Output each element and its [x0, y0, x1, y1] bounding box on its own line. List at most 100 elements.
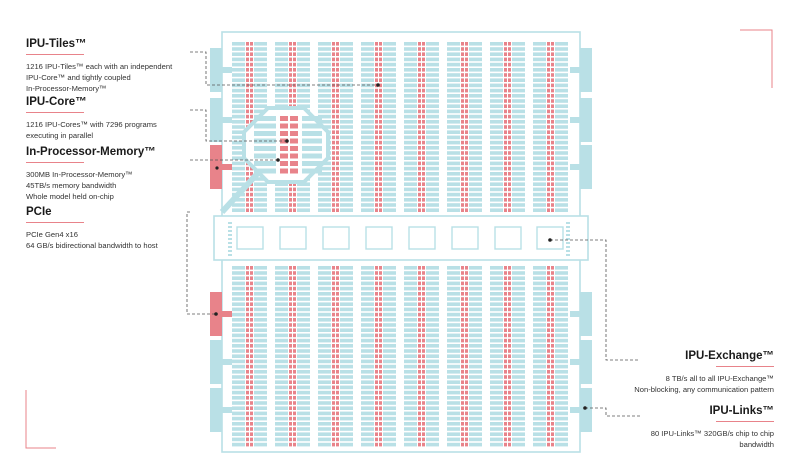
- leader-dot: [215, 166, 219, 170]
- memory-cell: [465, 73, 468, 77]
- memory-cell: [461, 146, 464, 150]
- label-line: PCIe Gen4 x16: [26, 230, 78, 239]
- exchange-switch: [236, 226, 264, 250]
- memory-cell: [551, 328, 554, 332]
- memory-cell: [551, 99, 554, 103]
- ipu-tile: [490, 442, 503, 447]
- magnified-memory: [280, 123, 288, 129]
- memory-cell: [551, 192, 554, 197]
- memory-cell: [246, 114, 249, 119]
- memory-cell: [461, 312, 464, 317]
- memory-cell: [379, 62, 382, 67]
- memory-cell: [246, 312, 249, 317]
- ipu-tile: [232, 396, 245, 400]
- memory-cell: [418, 328, 421, 332]
- ipu-tile: [318, 192, 331, 197]
- memory-cell: [289, 406, 292, 410]
- ipu-tile: [512, 396, 525, 400]
- label-ipu-links: IPU-Links™ 80 IPU-Links™ 320GB/s chip to…: [574, 405, 774, 450]
- ipu-tile: [555, 88, 568, 93]
- memory-cell: [332, 411, 335, 416]
- ipu-tile: [447, 276, 460, 280]
- memory-cell: [422, 99, 425, 103]
- ipu-tile: [447, 120, 460, 124]
- memory-cell: [508, 203, 511, 207]
- memory-cell: [332, 297, 335, 301]
- ipu-tile: [254, 390, 267, 395]
- memory-cell: [418, 323, 421, 327]
- memory-cell: [551, 266, 554, 270]
- memory-cell: [508, 364, 511, 369]
- memory-cell: [336, 203, 339, 207]
- memory-cell: [422, 396, 425, 400]
- ipu-tile: [404, 99, 417, 103]
- ipu-tile: [318, 182, 331, 186]
- memory-cell: [336, 416, 339, 421]
- memory-cell: [293, 390, 296, 395]
- memory-cell: [504, 62, 507, 67]
- memory-cell: [250, 442, 253, 447]
- ipu-tile: [512, 140, 525, 145]
- memory-cell: [547, 146, 550, 150]
- ipu-tile: [555, 286, 568, 291]
- ipu-tile: [469, 99, 482, 103]
- memory-cell: [289, 411, 292, 416]
- ipu-tile: [361, 297, 374, 301]
- ipu-tile: [469, 120, 482, 124]
- memory-cell: [465, 99, 468, 103]
- ipu-tile: [512, 177, 525, 181]
- ipu-tile: [383, 57, 396, 62]
- ipu-tile: [361, 281, 374, 286]
- memory-cell: [250, 416, 253, 421]
- ipu-tile: [426, 292, 439, 296]
- memory-cell: [336, 354, 339, 358]
- ipu-tile: [383, 401, 396, 405]
- memory-cell: [293, 375, 296, 379]
- ipu-tile: [555, 42, 568, 46]
- memory-cell: [461, 344, 464, 348]
- memory-cell: [508, 120, 511, 124]
- ipu-tile: [383, 396, 396, 400]
- memory-cell: [461, 114, 464, 119]
- ipu-tile: [555, 198, 568, 202]
- memory-cell: [547, 323, 550, 327]
- ipu-tile: [297, 68, 310, 72]
- memory-cell: [551, 151, 554, 155]
- memory-cell: [418, 266, 421, 270]
- memory-cell: [551, 114, 554, 119]
- ipu-tile: [555, 297, 568, 301]
- memory-cell: [465, 297, 468, 301]
- memory-cell: [422, 62, 425, 67]
- ipu-tile: [469, 42, 482, 46]
- memory-cell: [508, 88, 511, 93]
- memory-cell: [504, 198, 507, 202]
- ipu-tile: [555, 307, 568, 312]
- ipu-tile: [232, 114, 245, 119]
- memory-cell: [551, 411, 554, 416]
- ipu-tile: [232, 307, 245, 312]
- ipu-tile: [340, 307, 353, 312]
- ipu-tile: [555, 73, 568, 77]
- memory-cell: [246, 364, 249, 369]
- memory-cell: [461, 83, 464, 88]
- ipu-tile: [232, 276, 245, 280]
- ipu-link-stub-left: [222, 359, 232, 365]
- memory-cell: [375, 187, 378, 192]
- memory-cell: [508, 208, 511, 212]
- memory-cell: [461, 427, 464, 431]
- ipu-tile: [404, 120, 417, 124]
- ipu-tile: [275, 401, 288, 405]
- memory-cell: [461, 166, 464, 171]
- memory-cell: [461, 354, 464, 358]
- ipu-tile: [533, 156, 546, 160]
- ipu-tile: [404, 307, 417, 312]
- label-title: IPU-Exchange™: [685, 350, 774, 362]
- ipu-tile: [340, 276, 353, 280]
- ipu-tile: [533, 182, 546, 186]
- ipu-tile: [555, 406, 568, 410]
- memory-cell: [289, 333, 292, 338]
- exchange-switch: [536, 226, 564, 250]
- ipu-tile: [361, 318, 374, 322]
- memory-cell: [246, 375, 249, 379]
- ipu-tile: [254, 349, 267, 353]
